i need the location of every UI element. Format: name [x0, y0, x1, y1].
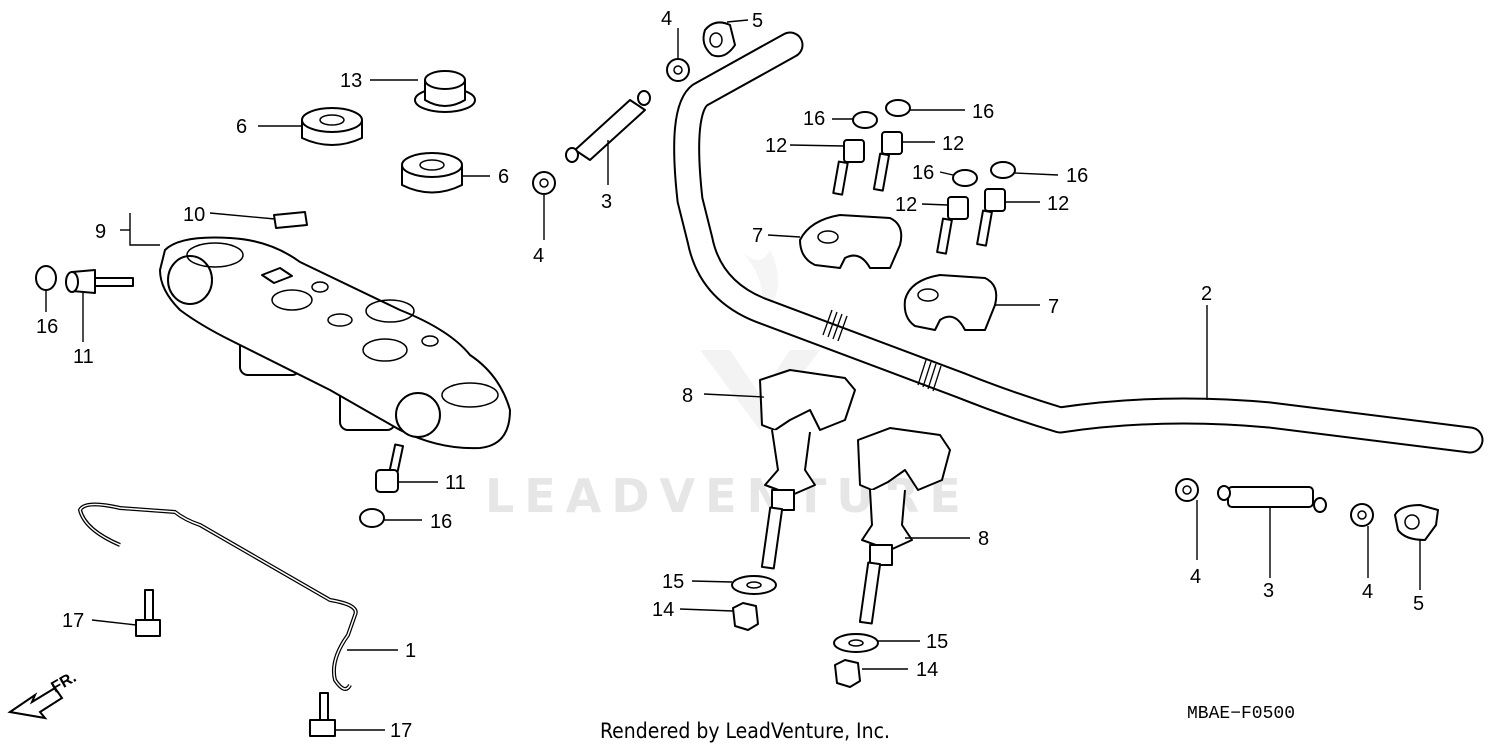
top-bridge[interactable] — [159, 236, 511, 450]
callout-7: 7 — [1048, 296, 1059, 318]
bolt-cap-left[interactable] — [35, 265, 57, 291]
handlebar[interactable] — [673, 31, 1484, 454]
pinch-bolt-upper[interactable] — [65, 269, 134, 294]
weight-rubber-top[interactable] — [666, 58, 690, 82]
handlebar-lower-holder-1[interactable] — [759, 369, 856, 570]
render-credit: Rendered by LeadVenture, Inc. — [600, 719, 890, 743]
bolt-cap-12a[interactable] — [852, 111, 878, 129]
callout-11: 11 — [73, 346, 94, 368]
weight-rubber-right-b[interactable] — [1350, 503, 1374, 527]
wire-band[interactable] — [77, 502, 358, 691]
nut-1[interactable] — [732, 602, 759, 631]
front-direction-arrow: FR. — [7, 669, 79, 720]
leader-lines — [45, 19, 1421, 731]
callout-4: 4 — [661, 8, 672, 30]
handlebar-lower-holder-2[interactable] — [857, 427, 951, 625]
flange-bolt-1[interactable] — [135, 589, 161, 637]
holder-bolt-3[interactable] — [936, 196, 969, 255]
callout-15: 15 — [662, 571, 684, 593]
callout-4: 4 — [1190, 566, 1201, 588]
callout-3: 3 — [1263, 580, 1274, 602]
callout-4: 4 — [1362, 581, 1373, 603]
callout-7: 7 — [752, 225, 763, 247]
callout-5: 5 — [752, 10, 763, 32]
handlebar-upper-holder-2[interactable] — [903, 274, 998, 331]
callout-12: 12 — [942, 133, 964, 155]
nut-2[interactable] — [834, 659, 861, 688]
washer-1[interactable] — [731, 575, 777, 595]
callout-14: 14 — [652, 599, 674, 621]
bolt-cap-12d[interactable] — [990, 161, 1016, 179]
flange-bolt-2[interactable] — [309, 692, 336, 737]
bar-end-weight-shaft-left[interactable] — [565, 90, 651, 163]
steering-stem-nut[interactable] — [414, 70, 476, 113]
callout-17: 17 — [62, 610, 84, 632]
callout-10: 10 — [183, 204, 205, 226]
callout-16: 16 — [36, 316, 58, 338]
bar-end-weight-top[interactable] — [702, 21, 736, 58]
callout-8: 8 — [682, 385, 693, 407]
callout-4: 4 — [533, 245, 544, 267]
callout-12: 12 — [765, 135, 787, 157]
callout-16: 16 — [972, 101, 994, 123]
callout-labels: 13 6 6 10 9 16 11 11 16 4 5 3 4 16 16 12… — [36, 8, 1424, 742]
callout-15: 15 — [926, 631, 948, 653]
callout-2: 2 — [1201, 283, 1212, 305]
callout-17: 17 — [390, 720, 412, 742]
callout-6: 6 — [498, 166, 509, 188]
callout-5: 5 — [1413, 593, 1424, 615]
callout-3: 3 — [601, 191, 612, 213]
bar-end-weight-shaft-right[interactable] — [1217, 485, 1327, 513]
callout-1: 1 — [405, 640, 416, 662]
weight-rubber-left[interactable] — [532, 171, 556, 195]
callout-11: 11 — [445, 472, 466, 494]
bolt-cap-12c[interactable] — [952, 169, 978, 187]
bolt-cap-bottom[interactable] — [359, 508, 385, 528]
callout-16: 16 — [803, 108, 825, 130]
callout-9: 9 — [95, 221, 106, 243]
diagram-code: MBAE−F0500 — [1187, 704, 1295, 724]
callout-12: 12 — [895, 194, 917, 216]
callout-16: 16 — [912, 162, 934, 184]
weight-rubber-right-a[interactable] — [1175, 478, 1199, 502]
holder-bolt-4[interactable] — [976, 188, 1006, 247]
washer-2[interactable] — [833, 633, 879, 653]
bar-end-weight-right[interactable] — [1394, 504, 1439, 541]
callout-14: 14 — [916, 659, 938, 681]
dust-seal-upper[interactable] — [301, 107, 363, 146]
callout-12: 12 — [1047, 193, 1069, 215]
pinch-bolt-lower[interactable] — [375, 443, 405, 493]
callout-16: 16 — [1066, 165, 1088, 187]
caution-label[interactable] — [273, 211, 308, 229]
holder-bolt-2[interactable] — [872, 131, 903, 192]
handlebar-upper-holder-1[interactable] — [799, 214, 903, 269]
callout-6: 6 — [236, 116, 247, 138]
callout-13: 13 — [340, 70, 362, 92]
bolt-cap-12b[interactable] — [885, 99, 911, 117]
callout-16: 16 — [430, 511, 452, 533]
callout-8: 8 — [978, 528, 989, 550]
holder-bolt-1[interactable] — [832, 139, 865, 196]
dust-seal-lower[interactable] — [401, 152, 463, 194]
